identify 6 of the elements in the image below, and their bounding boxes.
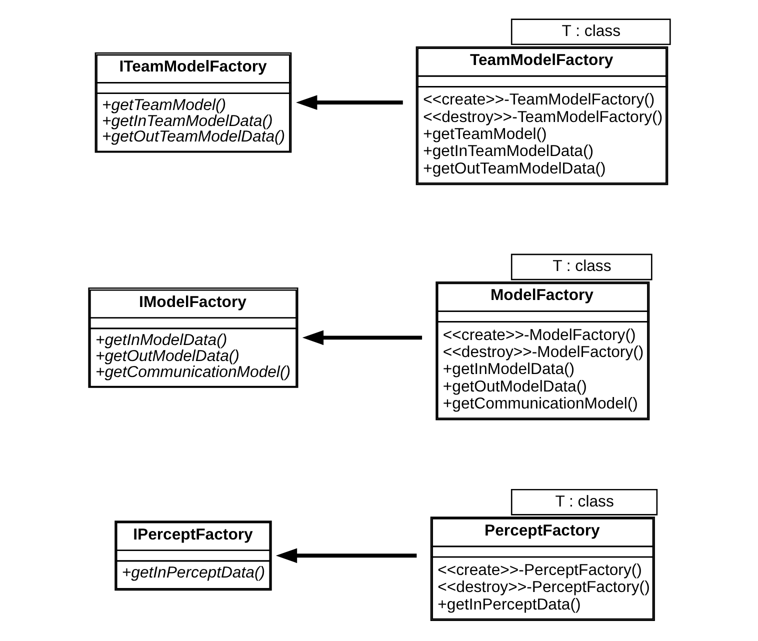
- arrow: [296, 95, 402, 110]
- arrow: [275, 548, 416, 564]
- node-label: T : class: [554, 493, 614, 510]
- node-label: T : class: [561, 22, 620, 40]
- arrow: [302, 330, 422, 346]
- node-label: T : class: [552, 258, 611, 276]
